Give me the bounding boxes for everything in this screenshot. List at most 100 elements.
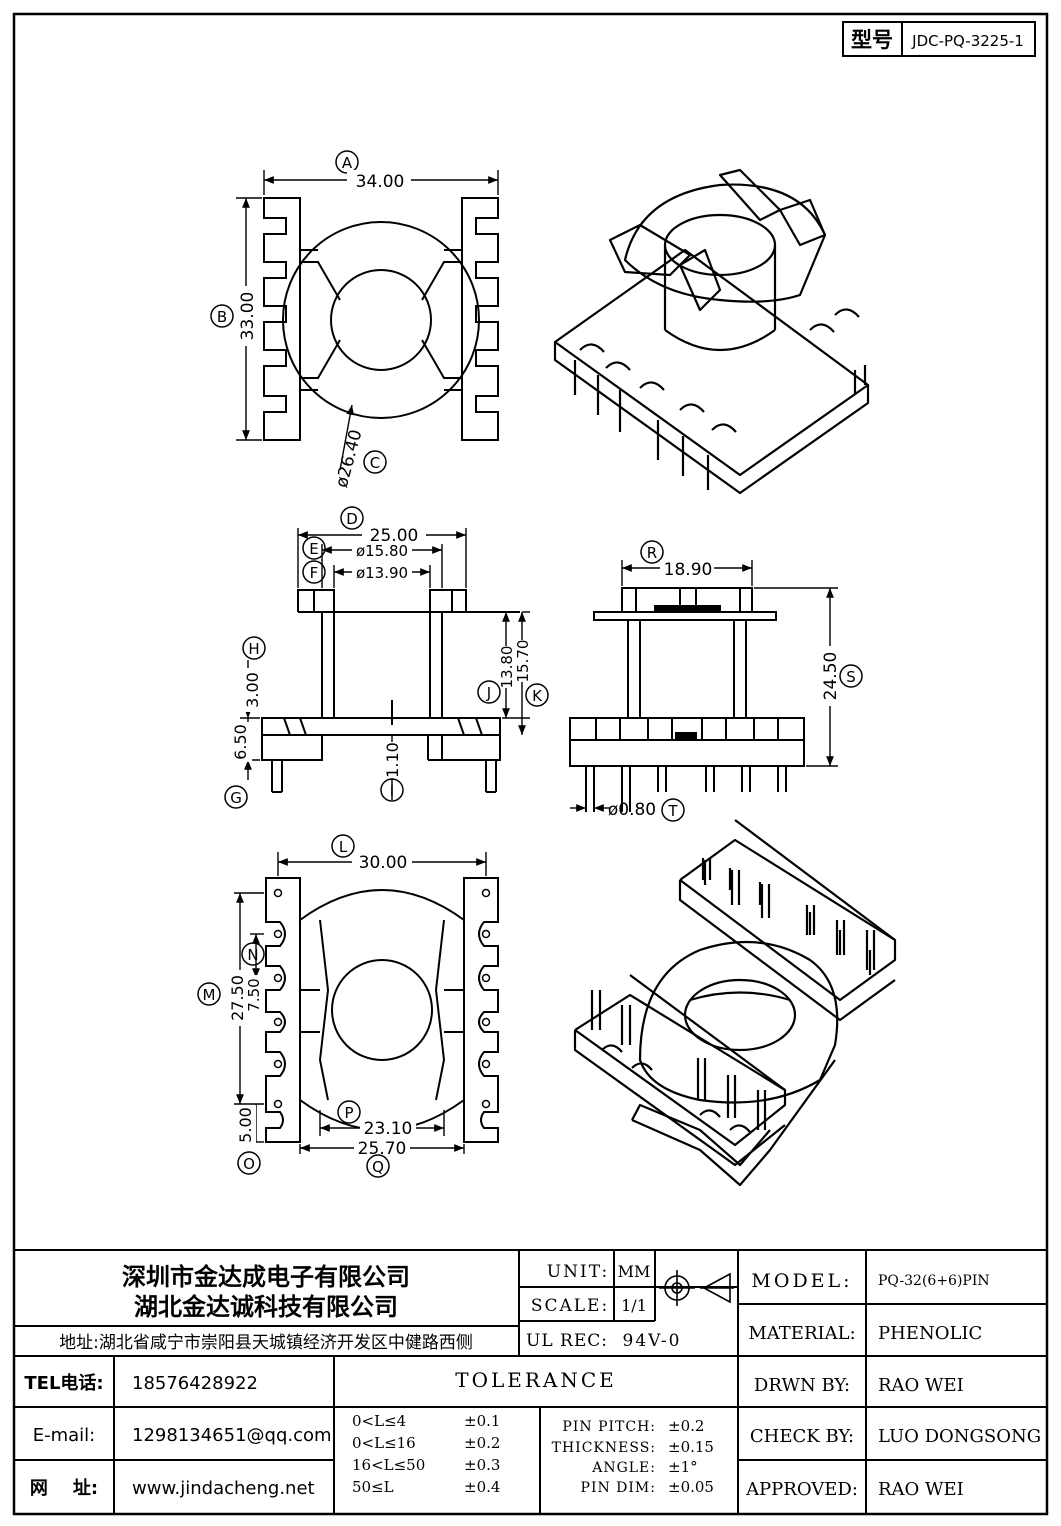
side-view-dims: [570, 560, 838, 812]
angle-value: ±1°: [668, 1458, 698, 1476]
approved-label: APPROVED:: [745, 1479, 858, 1500]
center-bore: [330, 269, 432, 371]
dim-c: ø26.40 C: [332, 428, 387, 490]
model-value: PQ-32(6+6)PIN: [878, 1273, 990, 1289]
tolerance-value-3: ±0.3: [464, 1456, 500, 1474]
title-text: 深圳市金达成电子有限公司 湖北金达诚科技有限公司 地址:湖北省咸宁市崇阳县天城镇…: [24, 1262, 1041, 1500]
pin-pitch-value: ±0.2: [668, 1417, 704, 1435]
unit-value: MM: [618, 1262, 651, 1281]
dim-d: D 25.00: [340, 506, 426, 546]
check-value: LUO DONGSONG: [878, 1426, 1041, 1447]
svg-text:O: O: [243, 1155, 255, 1173]
dim-s: 24.50 S: [820, 646, 863, 706]
svg-text:I: I: [390, 782, 394, 800]
projection-symbol-icon: [659, 1270, 734, 1306]
company-name-1: 深圳市金达成电子有限公司: [122, 1263, 410, 1291]
tolerance-range-3: 16<L≤50: [352, 1456, 425, 1474]
bottom-view: [265, 877, 499, 1143]
svg-text:25.00: 25.00: [370, 526, 419, 546]
svg-text:Q: Q: [372, 1158, 384, 1176]
svg-text:B: B: [217, 308, 227, 326]
tolerance-range-2: 0<L≤16: [352, 1434, 416, 1452]
dim-e: E ø15.80: [302, 536, 412, 560]
isometric-view-bottom: [573, 819, 897, 1187]
dim-j: 13.80 J: [477, 646, 516, 704]
unit-label: UNIT:: [547, 1262, 609, 1282]
svg-text:7.50: 7.50: [245, 978, 263, 1011]
scale-value: 1/1: [621, 1296, 647, 1315]
material-value: PHENOLIC: [878, 1323, 982, 1344]
svg-text:1.10: 1.10: [383, 742, 402, 778]
pin-dim-label: PIN DIM:: [581, 1480, 656, 1496]
svg-text:N: N: [247, 946, 258, 964]
svg-text:G: G: [230, 789, 242, 807]
svg-text:ø15.80: ø15.80: [356, 542, 408, 560]
sheet-border: [12, 12, 1049, 1516]
bottom-right-rail: [463, 877, 499, 1143]
front-view: [261, 589, 520, 793]
email-value: 1298134651@qq.com: [132, 1425, 332, 1446]
check-label: CHECK BY:: [750, 1426, 854, 1447]
dim-t: ø0.80 T: [608, 798, 685, 822]
dim-a: A 34.00: [335, 150, 411, 192]
svg-text:K: K: [532, 687, 543, 705]
tel-value: 18576428922: [132, 1373, 258, 1394]
svg-text:C: C: [370, 454, 380, 472]
svg-text:F: F: [310, 564, 319, 582]
svg-text:ø26.40: ø26.40: [332, 428, 367, 490]
tolerance-title: TOLERANCE: [455, 1368, 617, 1392]
drawn-value: RAO WEI: [878, 1375, 964, 1396]
model-code-value: JDC-PQ-3225-1: [911, 32, 1024, 50]
svg-text:ø13.90: ø13.90: [356, 564, 408, 582]
tolerance-range-4: 50≤L: [352, 1478, 394, 1496]
dim-n: N 7.50: [241, 942, 265, 1015]
tel-label: TEL电话:: [24, 1372, 103, 1394]
ulrec-label: UL REC:: [526, 1331, 608, 1351]
web-value: www.jindacheng.net: [132, 1478, 315, 1499]
svg-text:L: L: [339, 838, 348, 856]
angle-label: ANGLE:: [591, 1460, 656, 1476]
svg-text:M: M: [203, 986, 216, 1004]
title-block: [14, 1249, 1047, 1514]
pin-dim-value: ±0.05: [668, 1478, 714, 1496]
dim-m: M 27.50: [197, 970, 248, 1026]
right-pin-comb: [461, 197, 499, 441]
svg-text:E: E: [309, 540, 318, 558]
model-code-box: 型号 JDC-PQ-3225-1: [842, 21, 1036, 57]
isometric-view-top: [553, 168, 870, 495]
drawn-label: DRWN BY:: [754, 1375, 850, 1396]
material-label: MATERIAL:: [748, 1323, 855, 1344]
company-address: 地址:湖北省咸宁市崇阳县天城镇经济开发区中健路西侧: [59, 1333, 473, 1353]
svg-text:30.00: 30.00: [359, 853, 408, 873]
svg-text:A: A: [342, 154, 353, 172]
top-view-dims: [236, 170, 499, 471]
scale-label: SCALE:: [531, 1296, 609, 1316]
svg-text:33.00: 33.00: [238, 292, 258, 341]
svg-text:15.70: 15.70: [514, 640, 532, 683]
svg-text:S: S: [846, 668, 856, 686]
bottom-left-rail: [265, 877, 301, 1143]
svg-text:13.80: 13.80: [498, 646, 516, 689]
svg-text:H: H: [248, 640, 259, 658]
dim-l: L 30.00: [331, 834, 412, 873]
side-view: [569, 587, 805, 812]
svg-text:25.70: 25.70: [358, 1139, 407, 1159]
bottom-pin-holes: [273, 888, 491, 1109]
svg-text:34.00: 34.00: [356, 172, 405, 192]
dim-p: P 23.10: [337, 1100, 416, 1139]
model-code-label: 型号: [851, 28, 893, 52]
dim-q: 25.70 Q: [354, 1139, 410, 1178]
svg-text:D: D: [346, 510, 358, 528]
dim-r: R 18.90: [640, 540, 714, 580]
tolerance-range-1: 0<L≤4: [352, 1412, 406, 1430]
dim-b: B 33.00: [210, 286, 258, 346]
dim-i: 1.10 I: [380, 742, 404, 802]
tolerance-value-1: ±0.1: [464, 1412, 500, 1430]
email-label: E-mail:: [33, 1425, 96, 1446]
svg-text:5.00: 5.00: [236, 1107, 255, 1143]
pin-pitch-label: PIN PITCH:: [562, 1419, 656, 1435]
thickness-value: ±0.15: [668, 1438, 714, 1456]
top-view: [263, 197, 499, 441]
svg-text:T: T: [667, 802, 678, 820]
